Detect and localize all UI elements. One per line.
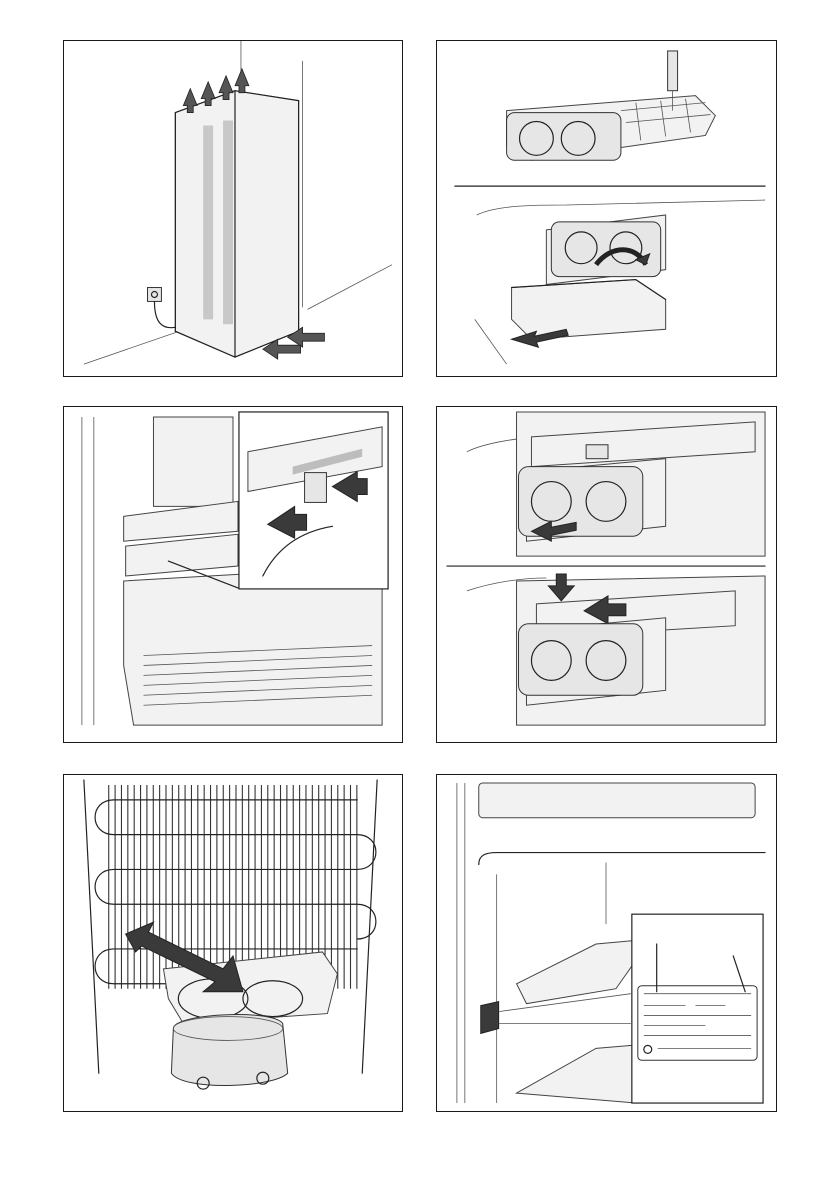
panel-humidity-slider: [63, 406, 403, 743]
panel-ice-tray: [436, 40, 777, 377]
panel-rating-plate: [436, 774, 777, 1112]
panel-ventilation: [63, 40, 403, 377]
rating-plate-icon: [437, 775, 776, 1111]
ice-tray-removal-icon: [437, 407, 776, 742]
ice-tray-icon: [437, 41, 776, 376]
ventilation-arrows-icon: [64, 41, 402, 376]
humidity-slider-icon: [64, 407, 402, 742]
condensate-tray-arrow-icon: [64, 775, 402, 1111]
panel-ice-tray-removal: [436, 406, 777, 743]
panel-condensate-tray: [63, 774, 403, 1112]
